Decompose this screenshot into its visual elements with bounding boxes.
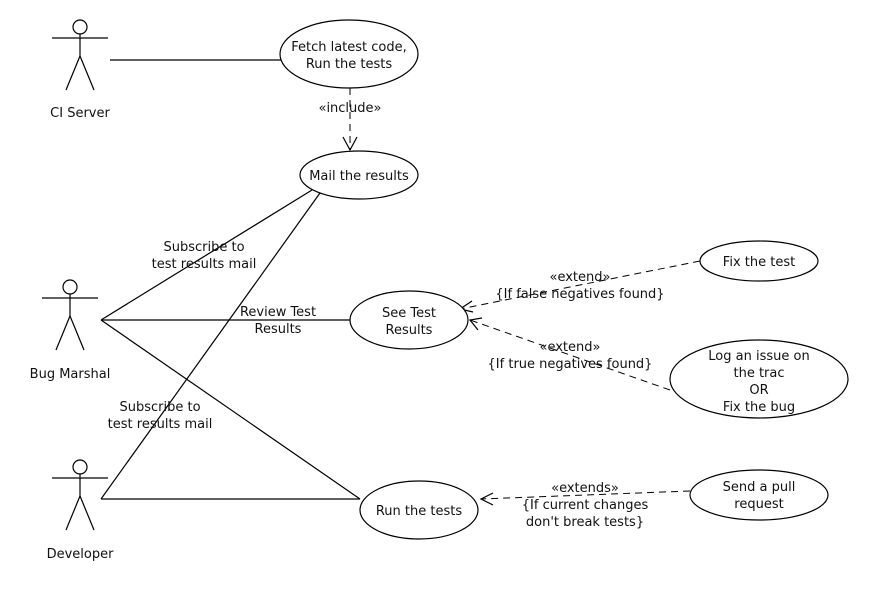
actor-developer-label: Developer xyxy=(47,547,115,562)
include-arrowhead xyxy=(342,136,358,152)
extend-arrowhead-2 xyxy=(468,317,483,331)
extend-pull-label-1: «extends» xyxy=(551,481,619,496)
bug-see-label-1: Review Test xyxy=(240,305,316,320)
use-case-run-label: Run the tests xyxy=(376,504,462,519)
bug-see-label-2: Results xyxy=(255,322,302,337)
use-case-log-line1: Log an issue on xyxy=(708,349,809,364)
extend-pull-run xyxy=(480,490,691,500)
use-case-log-line3: OR xyxy=(749,383,768,398)
actor-bug-marshal: Bug Marshal xyxy=(30,279,111,382)
actor-bug-marshal-label: Bug Marshal xyxy=(30,367,111,382)
assoc-bug-run xyxy=(100,319,361,500)
actor-developer: Developer xyxy=(47,459,115,562)
use-case-fetch-line2: Run the tests xyxy=(306,57,392,72)
use-case-run-tests: Run the tests xyxy=(359,480,479,540)
use-case-pull-request: Send a pull request xyxy=(689,469,829,521)
actor-ci-server-label: CI Server xyxy=(50,106,110,121)
stick-figure-icon xyxy=(52,19,108,91)
dev-mail-label-2: test results mail xyxy=(108,417,213,432)
assoc-dev-mail xyxy=(100,192,321,500)
extend-arrowhead-3 xyxy=(479,492,494,506)
use-case-see-line2: Results xyxy=(386,323,433,338)
use-case-see-line1: See Test xyxy=(382,306,436,321)
bug-mail-label-1: Subscribe to xyxy=(163,240,244,255)
use-case-mail-label: Mail the results xyxy=(309,169,409,184)
extend-log-see xyxy=(469,319,671,391)
use-case-fix-test: Fix the test xyxy=(699,240,819,282)
use-case-fetch-line1: Fetch latest code, xyxy=(291,40,407,55)
use-case-pull-line1: Send a pull xyxy=(723,480,796,495)
use-case-mail: Mail the results xyxy=(299,150,419,200)
extend-pull-label-2: {If current changes xyxy=(522,498,649,513)
use-case-fetch: Fetch latest code, Run the tests xyxy=(279,19,419,89)
include-label: «include» xyxy=(318,101,381,116)
stick-figure-icon xyxy=(42,279,98,351)
extend-log-label-1: «extend» xyxy=(540,340,601,355)
extend-fix-see xyxy=(459,260,701,310)
bug-mail-label-2: test results mail xyxy=(152,257,257,272)
actor-ci-server: CI Server xyxy=(50,19,110,121)
dev-mail-label-1: Subscribe to xyxy=(119,400,200,415)
assoc-bug-mail xyxy=(100,189,313,321)
use-case-log-issue: Log an issue on the trac OR Fix the bug xyxy=(669,339,849,419)
stick-figure-icon xyxy=(52,459,108,531)
extend-fix-label-2: {If false negatives found} xyxy=(495,287,664,302)
extend-fix-label-1: «extend» xyxy=(550,270,611,285)
extend-log-label-2: {If true negatives found} xyxy=(488,357,653,372)
use-case-log-line2: the trac xyxy=(733,366,784,381)
use-case-pull-line2: request xyxy=(734,497,783,512)
use-case-fix-test-label: Fix the test xyxy=(723,255,795,270)
use-case-see-results: See Test Results xyxy=(349,290,469,350)
use-case-log-line4: Fix the bug xyxy=(723,400,795,415)
extend-pull-label-3: don't break tests} xyxy=(526,515,644,530)
